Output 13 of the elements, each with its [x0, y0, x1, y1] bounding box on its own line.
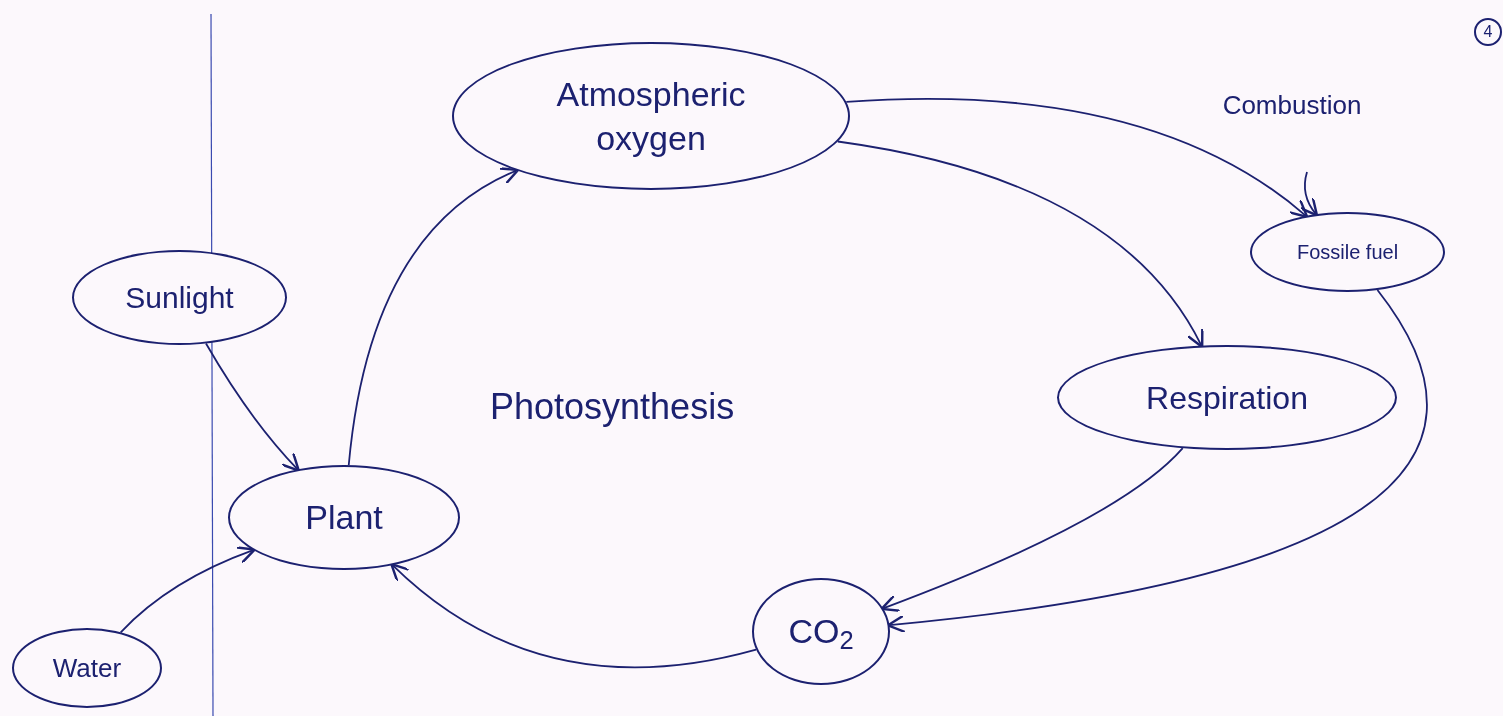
- ellipse-node: Respiration: [1057, 345, 1397, 450]
- process-label: Photosynthesis: [490, 385, 735, 429]
- ellipse-node: CO$_{2}$: [752, 578, 890, 685]
- ellipse-node: Atmospheric oxygen: [452, 42, 850, 190]
- arrow: [347, 168, 520, 466]
- ellipse-node: Plant: [228, 465, 460, 570]
- ellipse-node: Fossile fuel: [1250, 212, 1445, 292]
- ellipse-node: 4: [1474, 18, 1502, 46]
- arrow: [119, 546, 256, 634]
- ellipse-node: Water: [12, 628, 162, 708]
- ellipse-node: Sunlight: [72, 250, 287, 345]
- arrow: [205, 342, 300, 472]
- arrow: [390, 562, 757, 668]
